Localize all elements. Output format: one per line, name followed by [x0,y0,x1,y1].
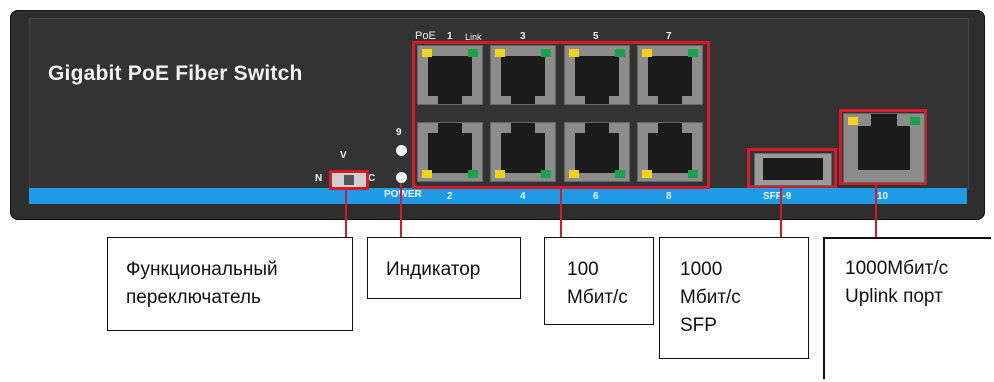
port-2[interactable] [417,122,483,182]
indicator-9-label: 9 [396,127,402,138]
port-8[interactable] [637,122,703,182]
ports-100-callout: 100 Мбит/с [544,237,654,325]
led-yellow [642,170,652,178]
led-yellow [569,49,579,57]
callout-text: Индикатор [386,259,481,280]
led-green [688,49,698,57]
port-socket [648,133,692,173]
led-yellow [848,117,858,125]
port-label-strip [29,188,967,204]
port-6-label: 6 [593,191,599,202]
port-3[interactable] [490,45,556,105]
sfp-connector-line [780,188,782,237]
led-green [615,170,625,178]
port-tab [585,123,609,133]
port-socket [428,133,472,173]
port-8-label: 8 [666,191,672,202]
callout-text: переключатель [126,287,261,308]
led-yellow [642,49,652,57]
uplink-port-label: 10 [877,191,889,202]
port-2-label: 2 [447,191,453,202]
port-socket [428,56,472,96]
port-6[interactable] [564,122,630,182]
sfp-1000-callout: 1000 Мбит/с SFP [659,237,809,359]
port-tab [511,94,535,104]
callout-text: Мбит/с [567,287,628,308]
uplink-callout-border [823,237,825,379]
port-socket [575,133,619,173]
port-tab [585,94,609,104]
switch-n-label: N [315,173,323,184]
callout-text: Мбит/с [680,287,741,308]
port-socket [501,56,545,96]
switch-knob [344,175,354,185]
led-green [468,49,478,57]
uplink-connector-line [875,185,877,237]
port-socket [858,126,910,170]
led-green [541,170,551,178]
led-green [468,170,478,178]
port-5[interactable] [564,45,630,105]
port-7[interactable] [637,45,703,105]
indicator-connector-line [400,183,402,237]
power-label: POWER [384,189,422,200]
indicator-callout: Индикатор [367,237,521,299]
sfp-slot [763,158,823,180]
led-yellow [495,170,505,178]
function-switch[interactable] [329,170,369,190]
sfp-label: SFP-9 [763,191,792,202]
port-tab [658,123,682,133]
port-tab [438,94,462,104]
port-tab [511,123,535,133]
callout-text: 1000 [680,259,723,280]
led-green [541,49,551,57]
port-tab [871,114,897,126]
indicator-led-9 [396,145,407,156]
ports-connector-line [560,189,562,237]
callout-text: SFP [680,315,717,336]
port-socket [501,133,545,173]
uplink-port[interactable] [843,113,925,183]
sfp-highlight [747,148,837,188]
uplink-highlight [839,109,927,185]
led-yellow [495,49,505,57]
led-yellow [569,170,579,178]
port-socket [648,56,692,96]
switch-connector-line [345,187,347,237]
port-7-label: 7 [666,31,672,42]
port-5-label: 5 [593,31,599,42]
port-socket [575,56,619,96]
led-green [688,170,698,178]
port-tab [438,123,462,133]
gigabit-ports-highlight [412,41,710,189]
callout-text: 1000Мбит/с [845,258,949,279]
link-label: Link [465,32,482,42]
function-switch-callout: Функциональный переключатель [107,237,353,331]
sfp-port[interactable] [754,153,832,186]
led-green [910,117,920,125]
port-4-label: 4 [520,191,526,202]
device-title: Gigabit PoE Fiber Switch [48,62,303,85]
port-4[interactable] [490,122,556,182]
led-green [615,49,625,57]
callout-text: 100 [567,259,599,280]
led-yellow [422,49,432,57]
switch-c-label: C [368,173,376,184]
port-tab [658,94,682,104]
led-yellow [422,170,432,178]
port-1-label: 1 [447,31,453,42]
power-led [396,172,407,183]
poe-label: PoE [415,30,436,42]
switch-v-label: V [340,150,347,161]
uplink-1000-callout: 1000Мбит/с Uplink порт [845,255,948,311]
port-1[interactable] [417,45,483,105]
port-3-label: 3 [520,31,526,42]
callout-text: Uplink порт [845,286,943,307]
callout-text: Функциональный [126,259,278,280]
uplink-callout-border-top [823,237,991,239]
